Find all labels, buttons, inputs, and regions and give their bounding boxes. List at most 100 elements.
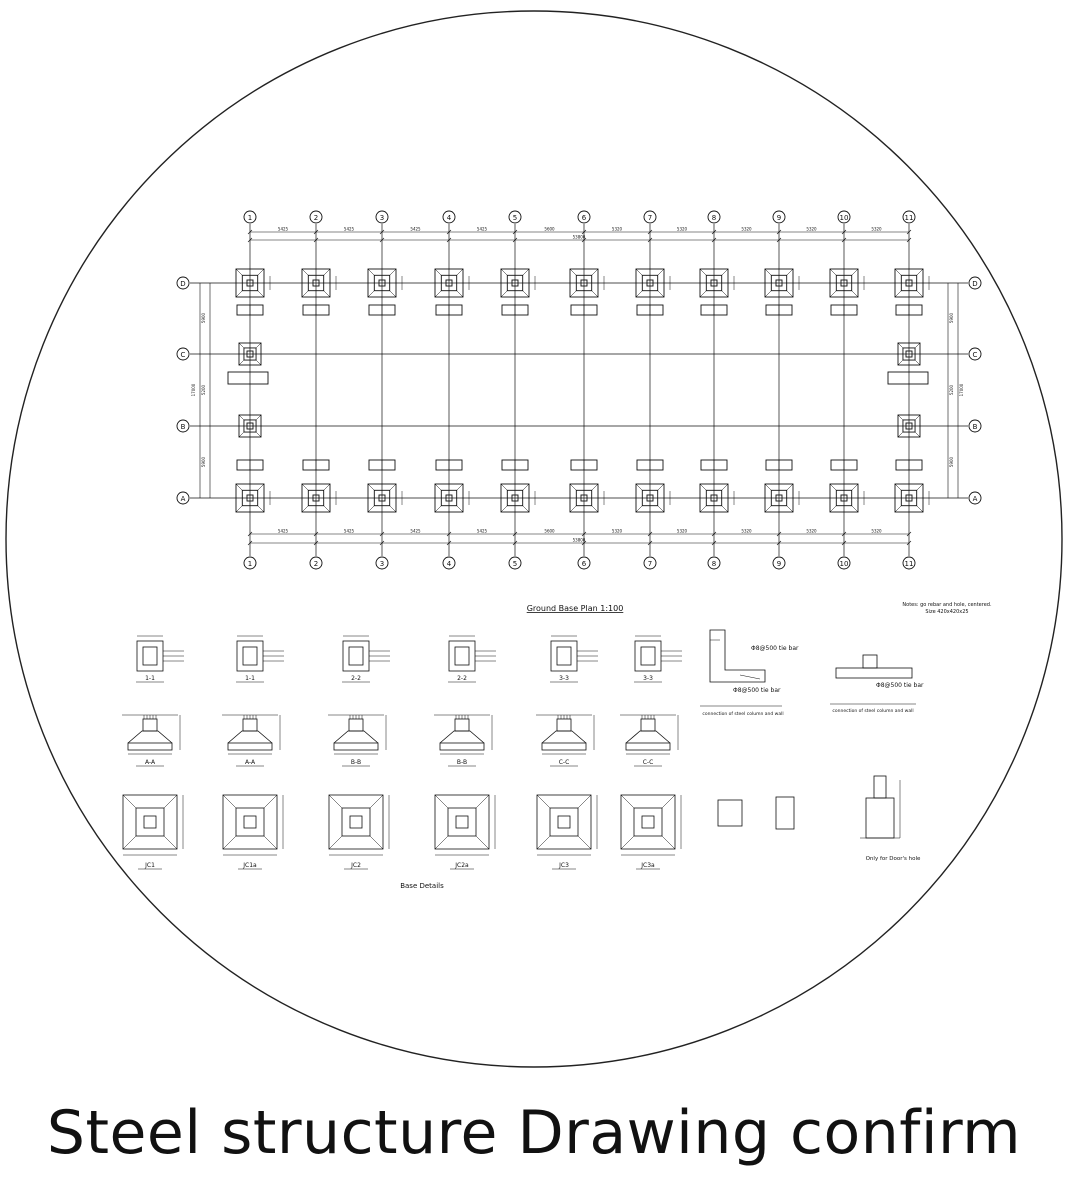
footing-plan-slope: [661, 835, 676, 850]
section-core: [348, 646, 364, 666]
bay-dimension-label: 5320: [741, 227, 752, 232]
footing-slope: [434, 268, 442, 276]
end-footing-pad: [238, 414, 262, 438]
section-label: JC1a: [242, 862, 257, 869]
pedestal: [556, 718, 572, 732]
footing-pedestal: [835, 274, 853, 292]
footing-slope: [238, 414, 245, 421]
footing-slope: [894, 268, 902, 276]
column-base-plate: [710, 494, 718, 502]
total-width-label: 17000: [191, 383, 196, 396]
section-label: 3-3: [559, 675, 569, 682]
dimension-tick: [446, 229, 452, 235]
footing-pad: [500, 483, 530, 513]
total-width-label: 17000: [959, 383, 964, 396]
footing-slope: [764, 505, 772, 513]
footing-plan-slope: [222, 835, 237, 850]
footing-slope: [657, 483, 665, 491]
footing-slope: [591, 290, 599, 298]
footing-pedestal: [900, 274, 918, 292]
footing-plan-slope: [434, 794, 449, 809]
axis-number-label: 3: [380, 560, 384, 568]
door-detail-pier: [873, 775, 887, 799]
footing-slope: [389, 268, 397, 276]
footing-slope: [235, 268, 243, 276]
bay-dimension-label: 5320: [806, 529, 817, 534]
axis-bubble: [508, 556, 522, 570]
footing-pedestal: [705, 274, 723, 292]
dimension-tick: [313, 229, 319, 235]
footing-pad: [699, 483, 729, 513]
footing-slope: [786, 505, 794, 513]
axis-number-label: 1: [248, 560, 252, 568]
section-label: A-A: [245, 759, 256, 766]
dimension-tick: [379, 540, 385, 546]
connection-label-1: connection of steel column and wall: [702, 711, 783, 717]
footing-plan-slope: [369, 835, 384, 850]
footing-slope: [257, 505, 265, 513]
footing-slope: [500, 483, 508, 491]
footing-plan-slope: [661, 794, 676, 809]
end-footing-pad: [238, 342, 262, 366]
footing-slope: [257, 483, 265, 491]
footing-slope: [569, 268, 577, 276]
footing-slope: [456, 505, 464, 513]
footing-plan-slope: [475, 835, 490, 850]
footing-slope: [389, 505, 397, 513]
footing-slope: [301, 290, 309, 298]
axis-number-label: 7: [648, 214, 652, 222]
footing-slope: [897, 342, 904, 349]
axis-bubble: [508, 210, 522, 224]
dimension-tick: [247, 540, 253, 546]
bay-dimension-label: 5320: [871, 529, 882, 534]
dimension-tick: [313, 531, 319, 537]
section-label: 2-2: [351, 675, 361, 682]
footing-pad: [764, 268, 794, 298]
footing-plan-slope: [328, 794, 343, 809]
footing-slope: [657, 505, 665, 513]
footing-base: [127, 742, 173, 751]
bay-dimension-label: 5320: [677, 529, 688, 534]
footing-slope: [255, 431, 262, 438]
axis-number-label: 4: [447, 214, 452, 222]
footing-slope: [699, 505, 707, 513]
footing-slope: [914, 431, 921, 438]
plan-note-line-1: Notes: go rebar and hole, centered.: [902, 602, 992, 608]
axis-bubble: [309, 210, 323, 224]
footing-slope: [434, 290, 442, 298]
footing-plan-slope: [263, 794, 278, 809]
pedestal: [348, 718, 364, 732]
door-detail-footing: [865, 797, 895, 839]
base-details-title: Base Details: [400, 882, 444, 890]
footing-pad: [367, 483, 397, 513]
footing-slope: [257, 268, 265, 276]
footing-plan-slope: [163, 835, 178, 850]
dimension-tick: [247, 229, 253, 235]
column-base-plate: [905, 422, 913, 430]
axis-bubble: [577, 210, 591, 224]
footing-pad: [699, 268, 729, 298]
small-section-1: [717, 799, 743, 827]
footing-pad: [434, 268, 464, 298]
axis-letter-label: B: [181, 423, 186, 431]
axis-bubble: [176, 491, 190, 505]
footing-plan-slope: [263, 835, 278, 850]
footing-slope: [456, 290, 464, 298]
dimension-tick: [776, 237, 782, 243]
axis-bubble: [176, 347, 190, 361]
footing-plan-pedestal: [135, 807, 165, 837]
footing-slope: [257, 290, 265, 298]
dimension-tick: [581, 237, 587, 243]
dimension-tick: [512, 229, 518, 235]
footing-slope: [657, 290, 665, 298]
footing-pedestal: [243, 347, 257, 361]
dimension-tick: [841, 237, 847, 243]
door-note: Only for Door's hole: [866, 856, 921, 862]
footing-pedestal: [307, 274, 325, 292]
dimension-tick: [512, 237, 518, 243]
bay-dimension-label: 5425: [344, 227, 355, 232]
footing-slope: [591, 483, 599, 491]
side-dimension-label: 5900: [949, 456, 954, 467]
end-footing-pad: [897, 342, 921, 366]
column-base-plate: [246, 279, 254, 287]
